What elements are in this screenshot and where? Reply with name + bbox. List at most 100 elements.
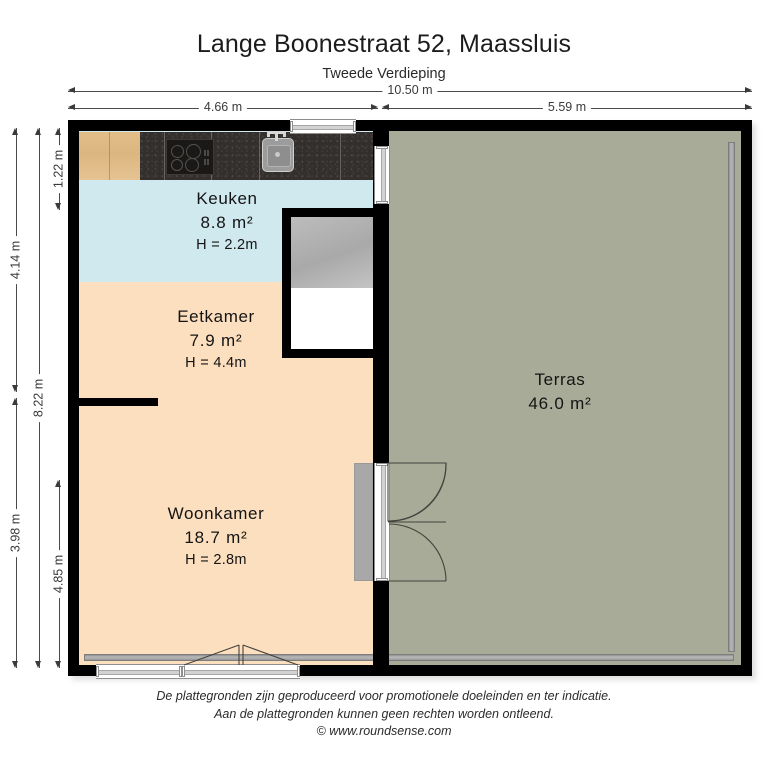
interior-wall-stub [68,398,158,406]
room-label-eetkamer: Eetkamer 7.9 m² H = 4.4m [116,306,316,373]
burner-icon [171,159,183,171]
dimension-label: 3.98 m [8,508,24,558]
staircase-lower [290,288,374,350]
room-name: Woonkamer [167,504,265,523]
cooktop-control [204,159,206,165]
floor-subtitle: Tweede Verdieping [322,66,446,82]
exterior-wall-right [741,120,752,676]
dimension-label: 5.59 m [542,99,592,115]
faucet-icon [275,132,278,141]
room-label-terras: Terras 46.0 m² [468,369,652,416]
page-title: Lange Boonestraat 52, Maassluis [196,30,572,58]
window-livingroom-left[interactable] [96,664,182,679]
sink-icon [262,138,294,172]
window-jamb [353,121,356,132]
window-jamb [182,666,185,677]
window-jamb [179,666,182,677]
door-jamb [376,463,388,466]
window-pane [293,125,353,130]
dim-arrow-top [34,128,41,135]
dimension-label: 4.85 m [51,549,67,599]
cabinet-seam [109,132,110,180]
disclaimer-line-1: De plattegronden zijn geproduceerd voor … [156,689,612,703]
exterior-wall-top [68,120,752,131]
window-jamb [376,201,388,204]
cooktop-control [207,159,209,165]
dimension-total-height: 8.22 m [31,128,47,668]
window-pane [99,670,179,675]
dim-arrow-right [745,86,752,93]
door-pane [380,466,386,578]
cooktop-control [207,150,209,156]
dimension-right-section-width: 5.59 m [382,99,752,115]
room-name: Keuken [196,189,258,208]
dim-arrow-top [54,480,61,487]
floorplan-drawing: Keuken 8.8 m² H = 2.2m Eetkamer 7.9 m² H… [68,119,756,680]
dim-arrow-bottom [54,661,61,668]
door-terrace-french[interactable] [374,463,390,581]
dimension-label: 4.66 m [198,99,248,115]
countertop-seam [164,132,165,180]
window-kitchen-terrace[interactable] [374,146,390,204]
dim-arrow-bottom [11,385,18,392]
kitchen-cabinet-wood [78,132,140,180]
cooktop-icon [166,139,214,175]
dim-arrow-bottom [34,661,41,668]
dim-arrow-right [371,103,378,110]
balcony-railing-right [728,142,735,652]
room-name: Terras [534,370,586,389]
dimension-livingroom-depth: 4.85 m [51,480,67,668]
room-name: Eetkamer [177,307,255,326]
footer-disclaimer: De plattegronden zijn geproduceerd voor … [0,688,768,741]
stairwell-wall-left [282,208,291,358]
countertop-seam [340,132,341,180]
door-jamb [376,578,388,581]
room-height: H = 2.8m [185,551,247,568]
dimension-upper-left-height: 4.14 m [8,128,24,392]
window-jamb [376,146,388,149]
room-label-woonkamer: Woonkamer 18.7 m² H = 2.8m [106,503,326,570]
dim-arrow-left [68,103,75,110]
exterior-wall-bottom [68,665,752,676]
window-jamb [96,666,99,677]
window-pane [380,149,386,201]
burner-icon [185,158,199,172]
copyright-line: © www.roundsense.com [316,724,452,738]
dimension-left-section-width: 4.66 m [68,99,378,115]
dim-arrow-right [745,103,752,110]
room-terras-floor [378,130,742,666]
window-tilt-indicators [183,644,299,666]
stairwell-wall-top [282,208,382,217]
dim-arrow-top [11,128,18,135]
room-area: 46.0 m² [528,394,592,414]
burner-icon [171,145,184,158]
dim-arrow-left [68,86,75,93]
stairwell-wall-bottom [282,349,382,358]
cooktop-control [204,150,206,156]
dim-arrow-top [54,128,61,135]
room-area: 7.9 m² [189,331,243,351]
window-livingroom-tilt[interactable] [182,664,300,679]
countertop-seam [259,132,260,180]
balcony-railing-bottom [84,654,734,661]
window-kitchen-top[interactable] [290,119,356,134]
room-height: H = 4.4m [185,354,247,371]
room-height: H = 2.2m [196,236,258,253]
room-label-keuken: Keuken 8.8 m² H = 2.2m [142,188,312,255]
room-area: 18.7 m² [184,528,248,548]
window-jamb [290,121,293,132]
dim-arrow-bottom [11,661,18,668]
window-jamb [297,666,300,677]
dimension-label: 10.50 m [382,82,438,98]
dim-arrow-bottom [54,203,61,210]
staircase-upper [290,216,374,288]
sink-drain [275,152,280,157]
dim-arrow-top [11,398,18,405]
window-pane [185,670,297,675]
door-frame-inner [354,463,373,581]
disclaimer-line-2: Aan de plattegronden kunnen geen rechten… [214,706,554,721]
room-area: 8.8 m² [200,213,254,233]
burner-icon [186,144,201,159]
faucet-bar [267,131,286,134]
